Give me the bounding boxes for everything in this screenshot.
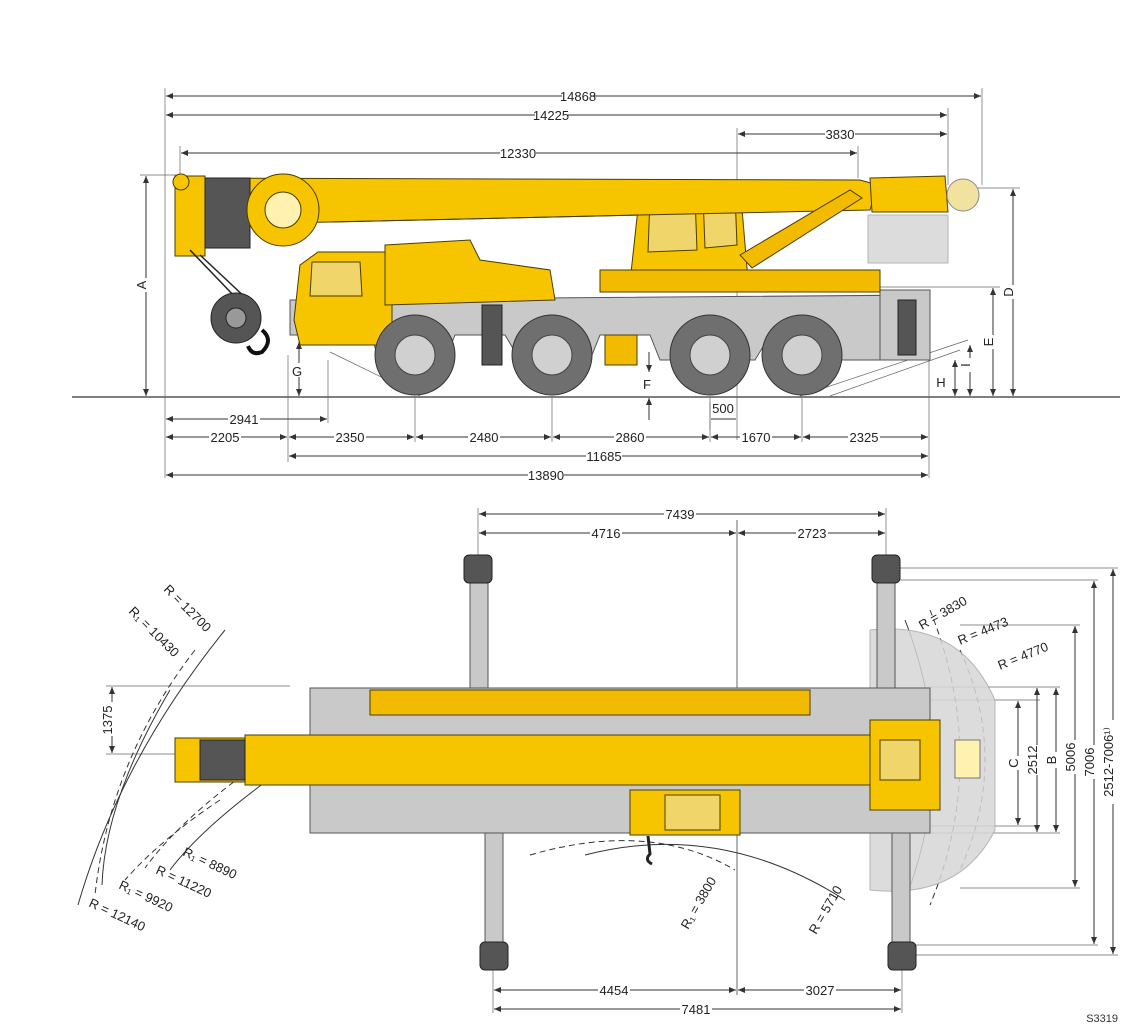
letter-h: H [936,375,945,390]
dim-11685: 11685 [586,449,621,464]
fuel-tank [604,334,638,366]
bottom-dimensions: 4454 3027 7481 [492,965,903,1017]
rear-sheave-top [954,739,981,779]
dim-2723: 2723 [798,526,827,541]
hook [246,328,270,356]
radius-r-12140: R = 12140 [87,895,148,934]
outrigger-rear-right [891,829,911,956]
radius-r1-3800: R₁ = 3800 [678,874,720,931]
right-dimensions: C 2512 B 5006 7006 2512-7006¹⁾ [900,567,1121,956]
sheaves-top [199,739,246,781]
arc-r-5710 [584,843,846,901]
letter-f: F [643,377,651,392]
side-bottom-dimensions: 2941 2205 2350 2480 2860 500 1670 2325 [166,401,928,483]
dim-2480: 2480 [470,430,499,445]
hook-top [645,835,653,866]
dim-2941: 2941 [230,412,259,427]
cab-window [309,261,363,297]
dim-1670: 1670 [742,430,771,445]
arc-r1-9920 [124,799,221,881]
dim-7439: 7439 [666,507,695,522]
front-outrigger [481,304,503,366]
radius-r1-10430: R₁ = 10430 [126,604,182,660]
letter-e: E [981,337,996,346]
lattice-extension [369,689,811,716]
slew-ring [879,739,921,781]
dim-3027: 3027 [806,983,835,998]
boom-pivot [869,175,949,213]
dim-500: 500 [712,401,734,416]
side-top-dimensions: 14868 14225 3830 12330 [166,89,981,161]
turntable [599,269,881,293]
radius-r-12700: R = 12700 [161,582,214,635]
side-vertical-dimensions: A D E F G H I [134,176,1021,420]
telescopic-boom-top [244,734,876,786]
dim-12330: 12330 [500,146,536,161]
dim-14225: 14225 [533,108,569,123]
radius-r-4770: R = 4770 [996,639,1051,673]
luffing-cylinder [739,189,863,269]
boom-head-sheaves [204,177,251,249]
pad-fl [463,554,493,584]
rear-sheave [946,178,980,212]
dim-13890: 13890 [528,468,564,483]
dim-2205: 2205 [211,430,240,445]
wheels [374,314,843,396]
crane-side-illustration [172,173,980,396]
dim-2512: 2512 [1025,746,1040,775]
dim-4454: 4454 [600,983,629,998]
arc-r1-8890 [144,769,251,869]
letter-c: C [1006,758,1021,767]
letter-g: G [292,364,302,379]
arc-r-12140 [101,689,171,886]
drawing-code: S3319 [1086,1013,1118,1025]
top-dimensions: 7439 4716 2723 [477,507,887,555]
pad-rl [871,554,901,584]
dim-5006: 5006 [1063,743,1078,772]
dim-14868: 14868 [560,89,596,104]
arc-r-11220 [169,779,269,871]
carrier-body [384,239,556,306]
cab-roof-window [664,794,721,831]
dim-2325: 2325 [850,430,879,445]
radius-r-5710: R = 5710 [806,883,846,937]
arc-r1-3800 [529,840,736,871]
dim-2350: 2350 [336,430,365,445]
counterweight [867,214,949,264]
dim-2860: 2860 [616,430,645,445]
crane-top-illustration [174,554,996,971]
rear-jack [897,299,917,356]
side-view: 14868 14225 3830 12330 A D E F [72,88,1120,483]
arc-r-12700 [77,629,226,906]
dim-1375: 1375 [100,706,115,735]
top-view: 7439 4716 2723 4454 3027 7481 [77,507,1121,1025]
letter-d: D [1001,287,1016,296]
radius-r-4473: R = 4473 [956,614,1011,648]
letter-i: I [958,363,973,367]
letter-b: B [1044,756,1059,765]
dim-7006: 7006 [1082,748,1097,777]
dim-7481: 7481 [682,1002,711,1017]
outrigger-rear-left [876,569,896,691]
dim-2512-7006: 2512-7006¹⁾ [1101,727,1116,797]
pad-fr [479,941,509,971]
arc-r1-10430 [94,649,196,896]
pad-rr [887,941,917,971]
dim-4716: 4716 [592,526,621,541]
outrigger-front-left [469,569,489,691]
radius-r-3830: R = 3830 [916,593,970,633]
letter-a: A [134,280,149,289]
outrigger-front-right [484,829,504,956]
dim-3830: 3830 [826,127,855,142]
